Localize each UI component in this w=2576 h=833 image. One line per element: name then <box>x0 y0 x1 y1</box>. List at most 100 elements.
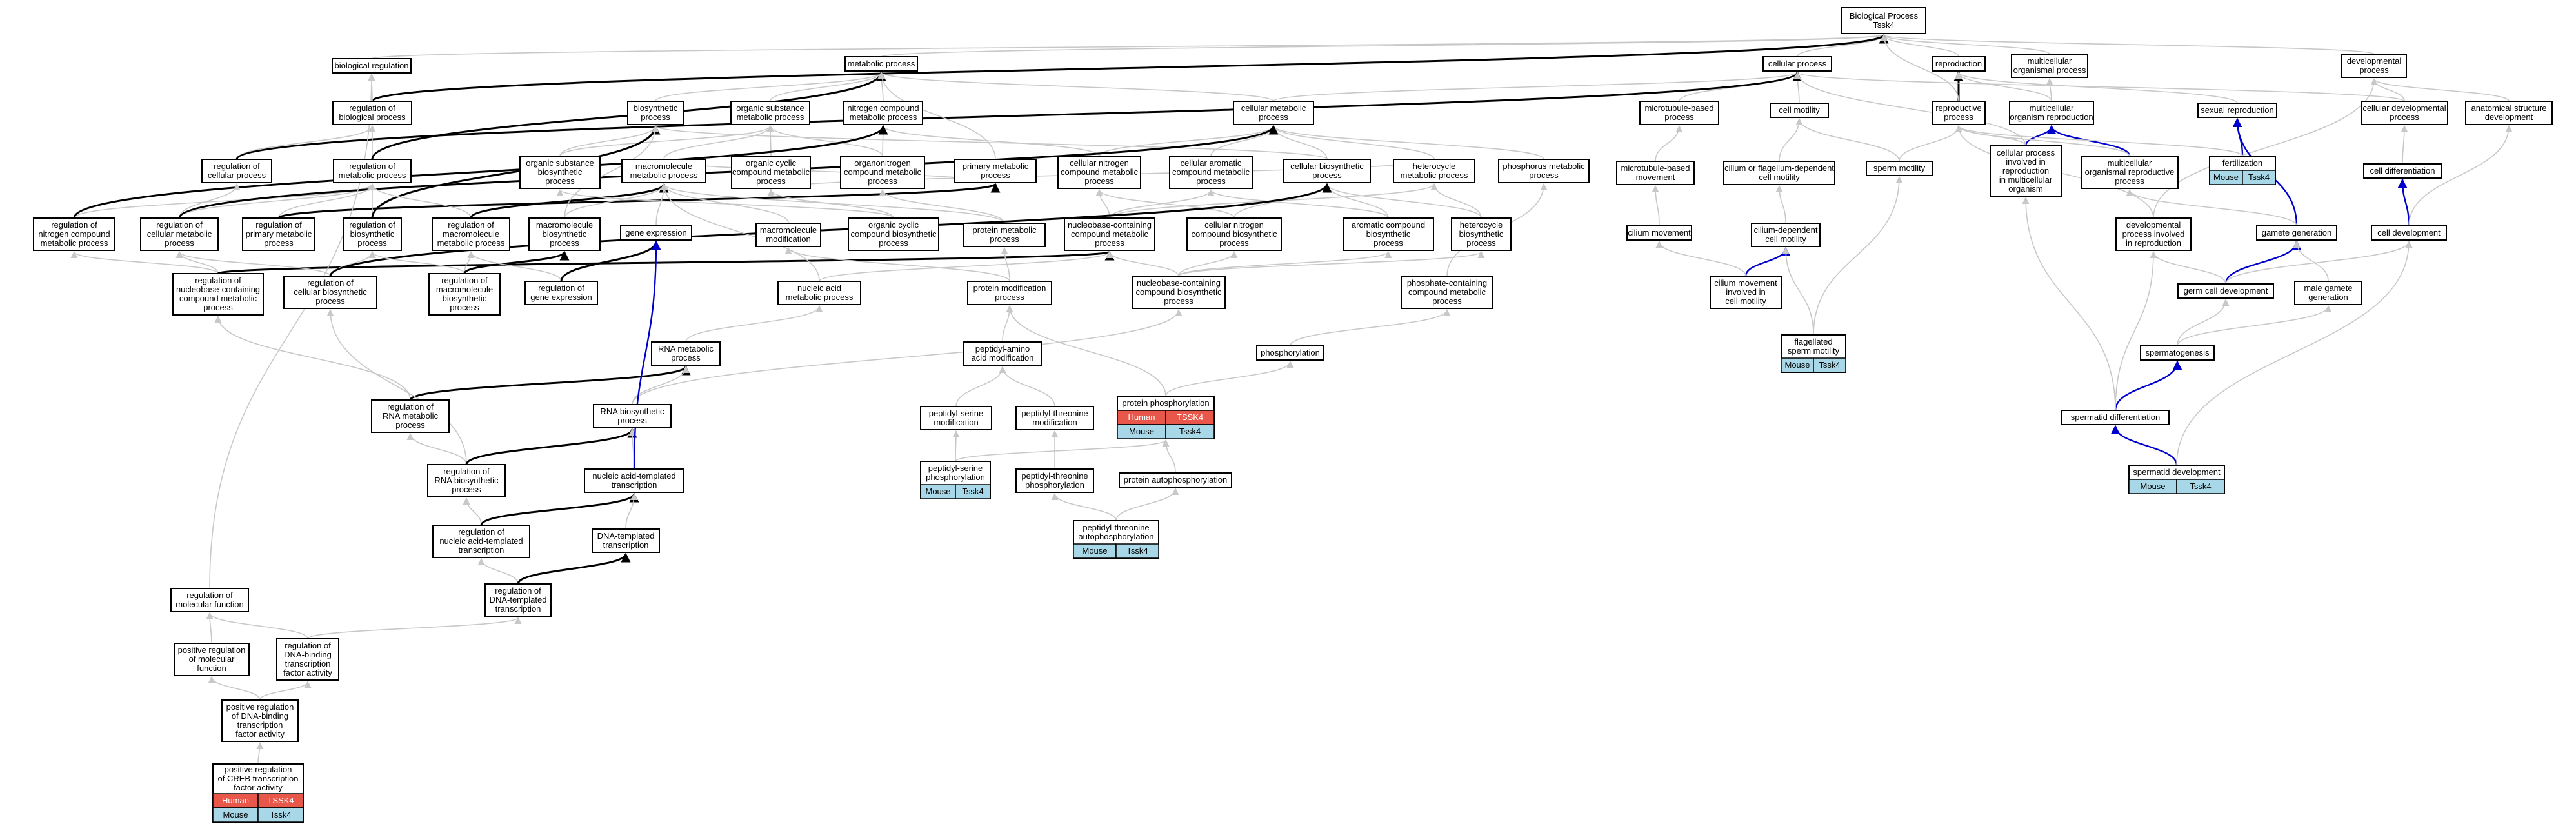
term-phosphorylation[interactable]: phosphorylation <box>1256 345 1324 361</box>
term-sperm-motility[interactable]: sperm motility <box>1866 161 1933 176</box>
term-regulation-of-macromolecule-biosynthetic-process[interactable]: regulation ofmacromoleculebiosyntheticpr… <box>428 273 501 316</box>
term-cilium-movement[interactable]: cilium movement <box>1626 225 1692 241</box>
term-germ-cell-development[interactable]: germ cell development <box>2177 283 2274 299</box>
term-label-line: biological regulation <box>335 61 409 70</box>
term-protein-autophosphorylation[interactable]: protein autophosphorylation <box>1119 472 1232 488</box>
term-regulation-of-dna-binding-transcription-factor-activity[interactable]: regulation ofDNA-bindingtranscriptionfac… <box>276 638 339 681</box>
term-reproduction[interactable]: reproduction <box>1932 56 1986 72</box>
edge-cell-development-to-anatomical-structure-development <box>2408 125 2513 226</box>
term-metabolic-process[interactable]: metabolic process <box>844 56 918 72</box>
term-cell-differentiation[interactable]: cell differentiation <box>2363 163 2442 179</box>
term-box <box>432 217 510 251</box>
term-gene-expression[interactable]: gene expression <box>620 225 692 241</box>
term-cell-development[interactable]: cell development <box>2371 225 2447 241</box>
term-biological-regulation[interactable]: biological regulation <box>332 58 412 74</box>
edge-multicellular-organism-reproduction-to-reproduction <box>1955 71 2052 102</box>
term-sexual-reproduction[interactable]: sexual reproduction <box>2197 103 2277 118</box>
term-label-line: cilium or flagellum-dependent <box>1724 163 1834 173</box>
term-cell-motility[interactable]: cell motility <box>1770 103 1829 118</box>
term-peptidyl-threonine-autophosphorylation[interactable]: peptidyl-threonineautophosphorylationMou… <box>1073 520 1159 559</box>
term-cellular-process[interactable]: cellular process <box>1762 56 1832 72</box>
term-gamete-generation[interactable]: gamete generation <box>2256 225 2337 241</box>
term-spermatogenesis[interactable]: spermatogenesis <box>2140 345 2215 361</box>
term-spermatid-differentiation[interactable]: spermatid differentiation <box>2061 410 2170 425</box>
term-label-line: of DNA-binding <box>232 711 288 721</box>
term-regulation-of-nucleobase-containing-compound-metabolic-process[interactable]: regulation ofnucleobase-containingcompou… <box>172 273 264 316</box>
